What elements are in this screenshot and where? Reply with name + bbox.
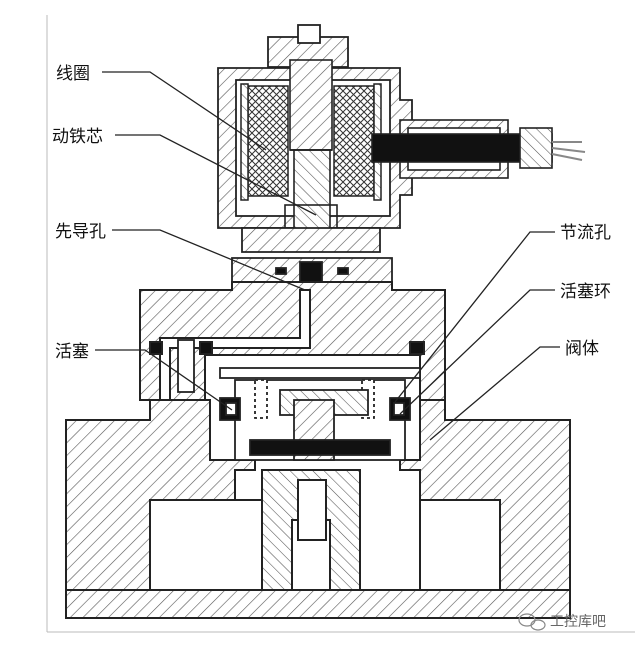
label-piston: 活塞 bbox=[55, 342, 89, 362]
label-valve-body: 阀体 bbox=[565, 339, 599, 359]
watermark: 工控库吧 bbox=[518, 613, 606, 631]
valve-body bbox=[65, 399, 571, 619]
leader-lines bbox=[95, 71, 560, 441]
label-coil: 线圈 bbox=[56, 64, 90, 84]
label-pilot-hole: 先导孔 bbox=[55, 222, 106, 242]
cable-gland bbox=[371, 119, 586, 179]
watermark-text: 工控库吧 bbox=[550, 614, 606, 630]
bonnet bbox=[231, 227, 393, 283]
label-piston-ring: 活塞环 bbox=[560, 282, 611, 302]
label-moving-core: 动铁芯 bbox=[52, 127, 103, 147]
label-throttle-hole: 节流孔 bbox=[560, 223, 611, 243]
wechat-icon bbox=[518, 613, 546, 631]
piston-assembly bbox=[177, 339, 421, 461]
